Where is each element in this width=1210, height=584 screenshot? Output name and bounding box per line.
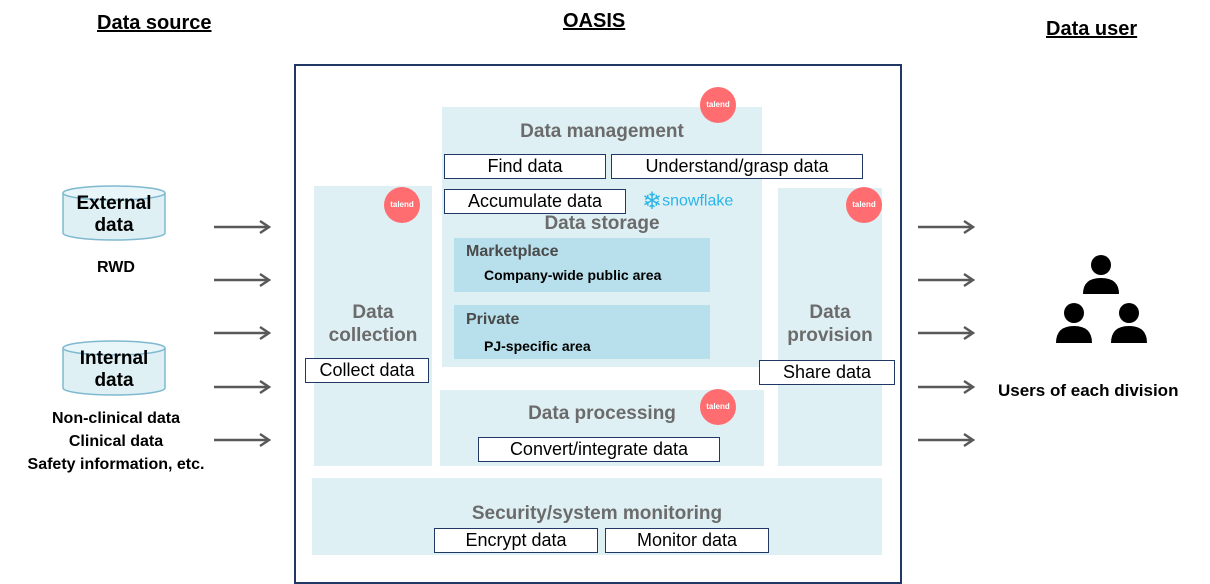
encrypt-data-label: Encrypt data (434, 528, 598, 553)
monitor-data-label: Monitor data (605, 528, 769, 553)
external-data-cylinder: External data (62, 185, 166, 241)
marketplace-box (454, 238, 710, 292)
convert-data-label: Convert/integrate data (478, 437, 720, 462)
talend-logo-icon: talend (700, 389, 736, 425)
internal-items-list: Non-clinical data Clinical data Safety i… (0, 407, 232, 476)
marketplace-title: Marketplace (466, 243, 559, 260)
understand-data-label: Understand/grasp data (611, 154, 863, 179)
snowflake-wordmark: snowflake (662, 192, 734, 210)
talend-logo-icon: talend (384, 187, 420, 223)
snowflake-icon: ❄ (642, 188, 663, 215)
oasis-header: OASIS (563, 10, 626, 32)
private-box (454, 305, 710, 359)
internal-item-safety: Safety information, etc. (27, 456, 205, 473)
data-provision-panel (778, 188, 882, 466)
users-label: Users of each division (998, 381, 1179, 400)
external-data-line1: External (76, 193, 152, 214)
data-storage-title: Data storage (544, 213, 660, 234)
security-title: Security/system monitoring (471, 503, 723, 524)
share-data-label: Share data (759, 360, 895, 385)
internal-item-nonclinical: Non-clinical data (51, 410, 181, 427)
marketplace-subtitle: Company-wide public area (484, 267, 662, 283)
external-data-line2: data (94, 215, 134, 236)
internal-data-line2: data (94, 370, 134, 391)
data-collection-panel (314, 186, 432, 466)
data-collection-title: Data collection (328, 302, 418, 346)
cylinder-shape-icon (62, 185, 166, 241)
internal-data-cylinder: Internal data (62, 340, 166, 396)
private-title: Private (466, 311, 520, 328)
private-subtitle: PJ-specific area (484, 338, 591, 354)
left-arrows (212, 215, 274, 455)
data-provision-title: Data provision (787, 302, 873, 346)
data-user-header: Data user (1046, 18, 1138, 40)
arrow-right-icon (214, 219, 272, 448)
data-source-header: Data source (97, 12, 212, 34)
talend-logo-icon: talend (700, 87, 736, 123)
accumulate-data-label: Accumulate data (444, 189, 626, 214)
internal-data-line1: Internal (79, 348, 149, 369)
cylinder-shape-icon (62, 340, 166, 396)
snowflake-logo: ❄snowflake (642, 187, 733, 216)
right-arrows (916, 215, 978, 455)
rwd-label: RWD (97, 259, 135, 276)
internal-item-clinical: Clinical data (68, 433, 164, 450)
talend-logo-icon: talend (846, 187, 882, 223)
find-data-label: Find data (444, 154, 606, 179)
collect-data-label: Collect data (305, 358, 429, 383)
data-processing-title: Data processing (528, 403, 676, 424)
arrow-right-icon (918, 219, 976, 448)
users-group-icon (1052, 252, 1152, 351)
data-management-title: Data management (520, 121, 684, 142)
